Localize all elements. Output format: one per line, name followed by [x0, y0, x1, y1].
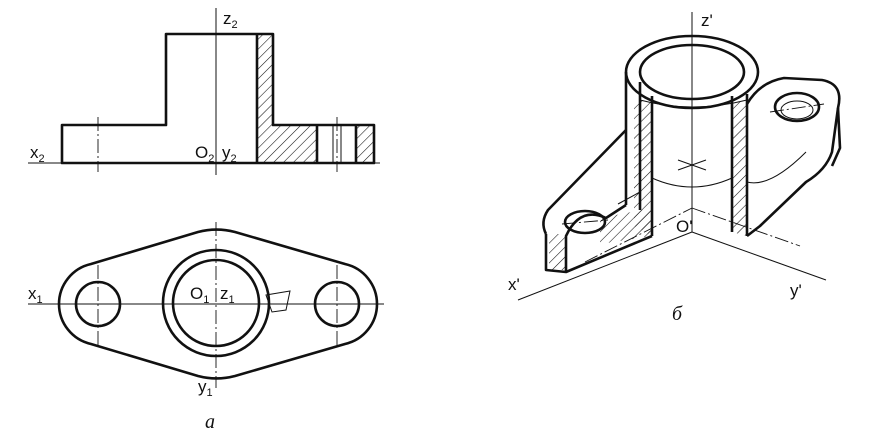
iso-hatch-base-left — [600, 208, 652, 244]
flange-inner-fillet — [746, 151, 807, 184]
caption-b: б — [672, 303, 683, 325]
small-marker — [617, 191, 641, 205]
pencil-mark — [265, 290, 291, 313]
label-o2: O2 — [195, 143, 214, 165]
section-hatch-wall — [257, 34, 273, 163]
cut-line-right — [691, 207, 801, 247]
label-z-prime: z' — [701, 11, 713, 30]
bore-bottom-arc — [651, 177, 733, 188]
label-o1: O1 — [190, 284, 209, 306]
cylinder-cut-edge — [639, 99, 748, 108]
flange-right-thickness — [830, 107, 842, 167]
flange-top-edge-left — [542, 129, 627, 235]
label-z2: z2 — [223, 9, 238, 31]
cylinder-top-inner — [638, 43, 746, 101]
label-x-prime: x' — [508, 275, 520, 294]
iso-hatch-wall-left — [634, 100, 652, 236]
front-view-outline — [60, 32, 376, 165]
flange-outline — [57, 228, 379, 380]
label-y-prime: y' — [790, 281, 802, 300]
label-o-prime: O' — [676, 217, 692, 236]
right-flange-hole-inner — [780, 100, 814, 120]
y-prime-axis — [691, 231, 827, 281]
section-hatch-flange-end — [356, 125, 374, 163]
right-hole-axis — [769, 103, 825, 113]
left-bolt-hole — [74, 280, 122, 328]
iso-hatch-wall-right — [732, 102, 747, 236]
boss-inner-circle — [171, 258, 261, 348]
label-z1: z1 — [220, 284, 235, 306]
flange-front-bottom — [565, 234, 653, 274]
x-prime-axis — [517, 231, 693, 301]
label-x1: x1 — [28, 284, 43, 306]
section-hatch-flange — [273, 125, 317, 163]
iso-hatch-ear — [549, 234, 566, 270]
flange-top-edge-right — [745, 76, 841, 238]
right-flange-hole — [773, 91, 821, 123]
center-mark-2 — [677, 159, 707, 171]
isometric-view: z' O' x' y' б — [508, 11, 842, 325]
label-y2: y2 — [222, 143, 237, 165]
label-y1: y1 — [198, 377, 213, 399]
left-hole-axis-iso — [561, 219, 609, 225]
label-x2: x2 — [30, 143, 45, 165]
right-bolt-hole — [313, 280, 361, 328]
left-flange-hole — [563, 209, 607, 235]
cut-line-left — [584, 207, 693, 263]
top-view: x1 O1 z1 y1 а — [28, 222, 384, 433]
caption-a: а — [205, 411, 215, 433]
front-view: z2 x2 O2 y2 — [28, 8, 380, 175]
